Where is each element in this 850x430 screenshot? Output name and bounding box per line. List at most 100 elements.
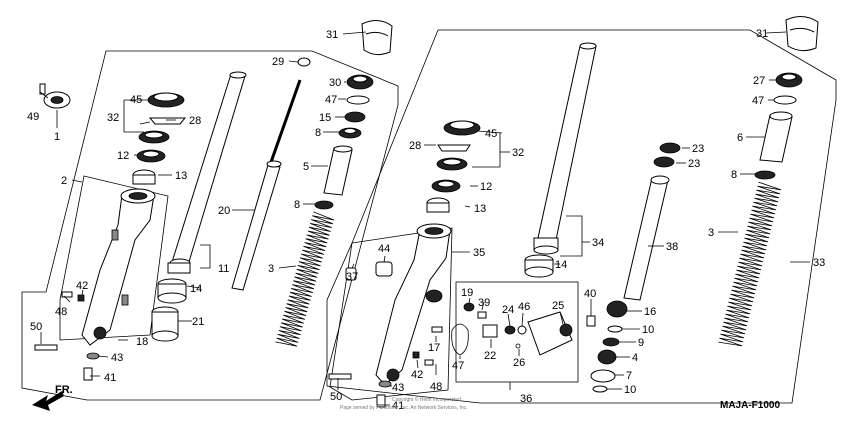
callout-9: 9 xyxy=(638,337,644,349)
right-bolts-icon xyxy=(328,351,434,408)
callout-6: 6 xyxy=(737,132,743,144)
callout-33: 33 xyxy=(813,257,825,269)
callout-10-top: 10 xyxy=(642,324,654,336)
dust-cap-left-icon xyxy=(361,20,393,56)
callout-13-right: 13 xyxy=(474,203,486,215)
right-fork-spring-icon xyxy=(718,181,782,347)
callout-18: 18 xyxy=(136,336,148,348)
left-bolts-icon xyxy=(34,291,100,381)
callout-42-left: 42 xyxy=(76,280,88,292)
callout-5: 5 xyxy=(303,161,309,173)
callout-38: 38 xyxy=(666,241,678,253)
callout-20: 20 xyxy=(218,205,230,217)
callout-12-right: 12 xyxy=(480,181,492,193)
callout-23-top: 23 xyxy=(692,143,704,155)
callout-39: 39 xyxy=(478,297,490,309)
callout-41-left: 41 xyxy=(104,372,116,384)
callout-47-right-top: 47 xyxy=(752,95,764,107)
callout-12-left: 12 xyxy=(117,150,129,162)
callout-27: 27 xyxy=(753,75,765,87)
callout-41-right: 41 xyxy=(392,400,404,412)
callout-8-left-top: 8 xyxy=(315,127,321,139)
callout-24: 24 xyxy=(502,304,514,316)
callout-3-right: 3 xyxy=(708,227,714,239)
leader-lines xyxy=(39,31,810,406)
callout-43-right: 43 xyxy=(392,382,404,394)
left-fork-slider-icon xyxy=(81,188,156,346)
copyright-note: Copyright © Helm Incorporated xyxy=(392,396,461,403)
callout-19: 19 xyxy=(461,287,473,299)
callout-22: 22 xyxy=(484,350,496,362)
right-spring-top-parts-icon xyxy=(754,72,803,180)
callout-21: 21 xyxy=(192,316,204,328)
front-direction-label: FR. xyxy=(55,384,73,396)
callout-48-right: 48 xyxy=(430,381,442,393)
callout-15: 15 xyxy=(319,112,331,124)
callout-48-left: 48 xyxy=(55,306,67,318)
callout-8-right: 8 xyxy=(731,169,737,181)
callout-28-left: 28 xyxy=(189,115,201,127)
callout-17: 17 xyxy=(428,342,440,354)
callout-31-right: 31 xyxy=(756,28,768,40)
callout-13-left: 13 xyxy=(175,170,187,182)
callout-46: 46 xyxy=(518,301,530,313)
callout-30: 30 xyxy=(329,77,341,89)
reproduction-note: Page served by Partsfiche, Inc. Ari Netw… xyxy=(340,405,468,411)
left-inner-tube-icon xyxy=(167,71,247,274)
damper-subassembly-box xyxy=(455,281,579,383)
callout-50-right: 50 xyxy=(330,391,342,403)
callout-26: 26 xyxy=(513,357,525,369)
right-bushing-icon xyxy=(524,254,554,278)
left-spring-top-parts-icon xyxy=(297,57,374,139)
callout-10-bottom: 10 xyxy=(624,384,636,396)
callout-7: 7 xyxy=(626,370,632,382)
front-direction-arrow-icon xyxy=(32,391,64,411)
right-inner-tube-icon xyxy=(533,42,597,255)
callout-1: 1 xyxy=(54,131,60,143)
right-seal-set-icon xyxy=(426,120,481,213)
right-assembly-boundary xyxy=(326,29,837,404)
callout-8-left-bottom: 8 xyxy=(294,199,300,211)
callout-34: 34 xyxy=(592,237,604,249)
callout-49: 49 xyxy=(27,111,39,123)
right-fork-slider-icon xyxy=(375,223,452,386)
diagram-code: MAJA-F1000 xyxy=(720,400,780,411)
left-fork-spring-icon xyxy=(275,200,335,347)
spacer-collar-icon xyxy=(323,145,353,196)
callout-42-right: 42 xyxy=(411,369,423,381)
callout-32-left: 32 xyxy=(107,112,119,124)
damper-cartridge-parts-icon xyxy=(431,302,573,356)
left-bushings-icon xyxy=(151,278,187,342)
callout-14-left: 14 xyxy=(190,283,202,295)
callout-50-left: 50 xyxy=(30,321,42,333)
damper-rod-icon xyxy=(231,79,302,291)
callout-45-left: 45 xyxy=(130,94,142,106)
handlebar-clamp-icon xyxy=(39,83,71,109)
callout-47-left: 47 xyxy=(325,94,337,106)
callout-32-right: 32 xyxy=(512,147,524,159)
callout-35: 35 xyxy=(473,247,485,259)
callout-29: 29 xyxy=(272,56,284,68)
callout-2: 2 xyxy=(61,175,67,187)
callout-36: 36 xyxy=(520,393,532,405)
callout-3-left: 3 xyxy=(268,263,274,275)
callout-44: 44 xyxy=(378,243,390,255)
lower-leg-boundary xyxy=(59,175,169,341)
callout-37: 37 xyxy=(346,271,358,283)
callout-40: 40 xyxy=(584,288,596,300)
callout-28-right: 28 xyxy=(409,140,421,152)
callout-16: 16 xyxy=(644,306,656,318)
cartridge-rod-icon xyxy=(623,142,681,301)
callout-11: 11 xyxy=(218,263,229,275)
rebound-valve-parts-icon xyxy=(586,300,628,393)
callout-4: 4 xyxy=(632,352,638,364)
callout-31-left: 31 xyxy=(326,29,338,41)
callout-23-bottom: 23 xyxy=(688,158,700,170)
callout-45-right: 45 xyxy=(485,128,497,140)
fork-seal-set-icon xyxy=(132,92,187,185)
callout-47-right: 47 xyxy=(452,360,464,372)
callout-14-right: 14 xyxy=(555,259,567,271)
callout-43-left: 43 xyxy=(111,352,123,364)
